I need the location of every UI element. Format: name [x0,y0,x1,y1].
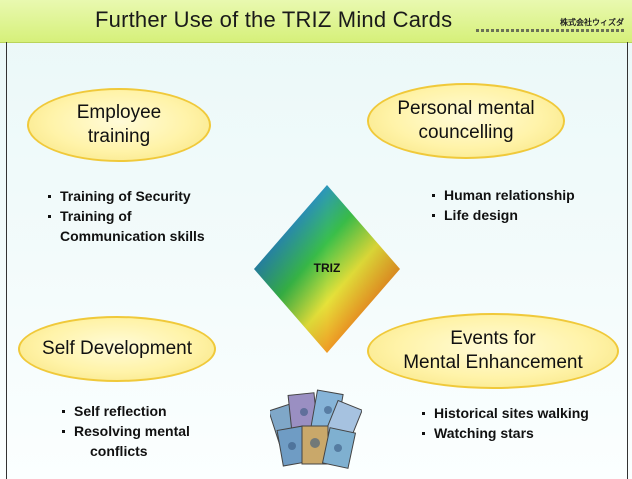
events-mental-enhancement-oval: Events for Mental Enhancement [367,313,619,389]
employee-training-heading-line2: training [87,126,151,147]
page-title: Further Use of the TRIZ Mind Cards [95,7,453,32]
bullet-text: Resolving mental [74,423,190,439]
bullet-text: Historical sites walking [434,405,589,421]
right-border [627,42,628,479]
company-logo-text: 株式会社ウィズダ [560,18,624,27]
triz-diamond-graphic [254,185,400,353]
bullet-item: Resolving mental conflicts [60,421,190,461]
header-bar: Further Use of the TRIZ Mind Cards 株式会社ウ… [0,0,632,43]
bullet-item: Historical sites walking [420,403,589,423]
employee-training-bullets: Training of Security Training of Communi… [46,186,205,246]
employee-training-oval: Employee training [27,88,211,162]
bullet-text: Self reflection [74,403,167,419]
triz-label: TRIZ [313,261,341,275]
bullet-text-continued: Communication skills [60,228,205,244]
self-development-bullets: Self reflection Resolving mental conflic… [60,401,190,461]
tarot-cards-icon [268,388,363,472]
employee-training-heading-line1: Employee [76,102,162,123]
personal-mental-heading-line2: councelling [418,122,514,143]
bullet-item: Life design [430,205,575,225]
personal-mental-heading-line1: Personal mental [397,98,535,119]
bullet-text: Life design [444,207,518,223]
triz-diamond: TRIZ [252,183,402,355]
personal-mental-bullets: Human relationship Life design [430,185,575,225]
self-development-oval: Self Development [18,316,216,382]
events-heading-line1: Events for [450,328,536,349]
bullet-text-continued: conflicts [90,443,148,459]
bullet-text: Human relationship [444,187,575,203]
bullet-item: Watching stars [420,423,589,443]
bullet-item: Training of Security [46,186,205,206]
events-bullets: Historical sites walking Watching stars [420,403,589,443]
events-heading-line2: Mental Enhancement [403,352,583,373]
bullet-item: Training of Communication skills [46,206,205,246]
personal-mental-councelling-oval: Personal mental councelling [367,83,565,159]
left-border [6,42,7,479]
bullet-item: Human relationship [430,185,575,205]
bullet-item: Self reflection [60,401,190,421]
bullet-text: Training of Security [60,188,191,204]
bullet-text: Watching stars [434,425,534,441]
self-development-heading: Self Development [42,338,192,359]
bullet-text: Training of [60,208,132,224]
company-logo-strip [476,29,626,32]
